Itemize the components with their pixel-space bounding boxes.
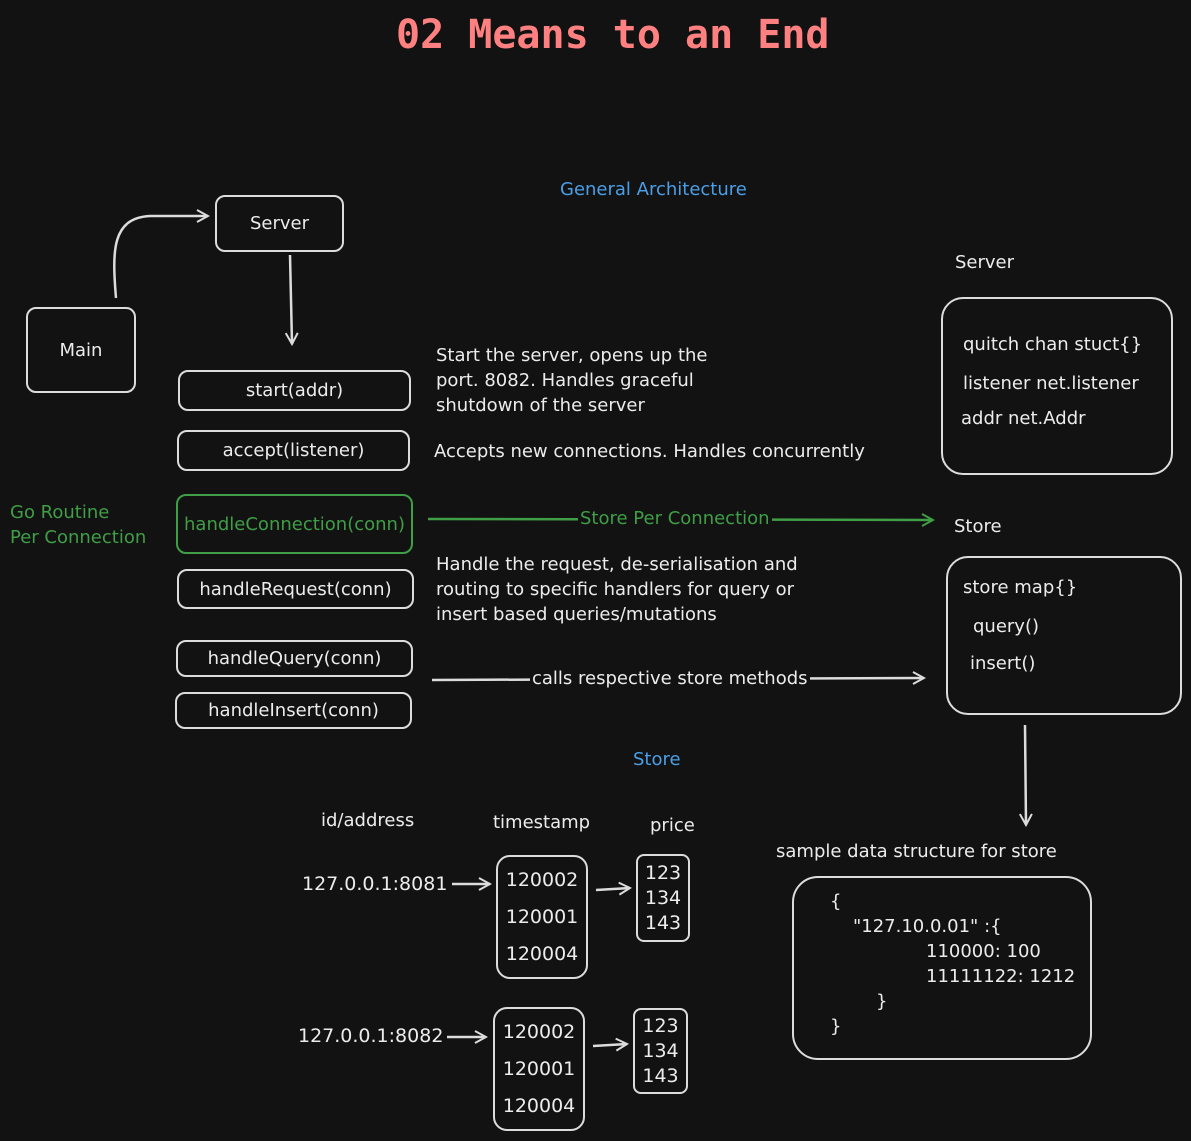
store-struct-label: Store: [954, 516, 1002, 537]
store-field-map: store map{}: [963, 577, 1078, 598]
handle-request-node: handleRequest(conn): [177, 569, 414, 609]
handle-connection-node: handleConnection(conn): [176, 494, 413, 554]
sample-line: "127.10.0.01" :{: [853, 916, 1002, 937]
price-item: 134: [642, 1039, 679, 1062]
handle-query-node: handleQuery(conn): [176, 640, 413, 677]
price-list-1: 123 134 143: [636, 854, 690, 942]
arrow-main-to-server: [113, 216, 208, 299]
handle-insert-node: handleInsert(conn): [175, 692, 412, 729]
server-field-addr: addr net.Addr: [961, 408, 1086, 429]
server-field-quitch: quitch chan stuct{}: [963, 334, 1143, 355]
price-item: 134: [644, 886, 682, 909]
sample-line: }: [830, 1016, 842, 1037]
sample-box: [792, 876, 1092, 1060]
sample-heading: sample data structure for store: [776, 841, 1057, 862]
header-timestamp: timestamp: [493, 812, 591, 833]
sample-line: {: [830, 891, 842, 912]
address-row-2: 127.0.0.1:8082: [298, 1025, 444, 1047]
header-price: price: [650, 815, 695, 836]
arrow-server-to-start: [290, 254, 292, 344]
store-method-insert: insert(): [970, 653, 1036, 674]
timestamp-item: 120002: [505, 868, 579, 891]
sample-line: }: [876, 991, 888, 1012]
request-note: Handle the request, de-serialisation and…: [436, 554, 798, 625]
main-node: Main: [26, 307, 136, 393]
timestamp-item: 120004: [505, 943, 579, 966]
store-section-heading: Store: [633, 749, 681, 770]
price-item: 143: [642, 1064, 679, 1087]
page-title: 02 Means to an End: [396, 12, 830, 58]
start-note: Start the server, opens up the port. 808…: [436, 345, 708, 416]
timestamp-list-2: 120002 120001 120004: [493, 1007, 585, 1131]
timestamp-list-1: 120002 120001 120004: [496, 855, 588, 979]
server-struct-box: [941, 297, 1173, 475]
start-node: start(addr): [178, 370, 411, 411]
calls-store-label: calls respective store methods: [530, 666, 810, 691]
accept-note: Accepts new connections. Handles concurr…: [434, 441, 865, 462]
server-field-listener: listener net.listener: [963, 373, 1139, 394]
arrow-ts1-to-price: [595, 888, 630, 890]
server-node: Server: [215, 195, 344, 252]
arrow-store-to-sample: [1025, 724, 1026, 825]
go-routine-label-line1: Go Routine: [10, 502, 110, 523]
price-item: 123: [642, 1015, 679, 1038]
price-item: 143: [644, 912, 682, 935]
sample-line: 11111122: 1212: [926, 966, 1076, 987]
accept-node: accept(listener): [177, 430, 410, 471]
address-row-1: 127.0.0.1:8081: [302, 873, 448, 895]
timestamp-item: 120001: [505, 905, 579, 928]
header-id-address: id/address: [321, 810, 415, 831]
timestamp-item: 120001: [502, 1057, 576, 1080]
store-method-query: query(): [973, 616, 1040, 637]
go-routine-label-line2: Per Connection: [10, 527, 147, 548]
arrow-ts2-to-price: [592, 1044, 627, 1046]
store-struct-box: [946, 556, 1182, 715]
store-per-connection-label: Store Per Connection: [578, 508, 772, 531]
timestamp-item: 120002: [502, 1020, 576, 1043]
price-list-2: 123 134 143: [633, 1008, 688, 1094]
server-struct-label: Server: [955, 252, 1015, 273]
sample-line: 110000: 100: [926, 941, 1041, 962]
architecture-heading: General Architecture: [560, 179, 747, 200]
timestamp-item: 120004: [502, 1095, 576, 1118]
price-item: 123: [644, 861, 682, 884]
